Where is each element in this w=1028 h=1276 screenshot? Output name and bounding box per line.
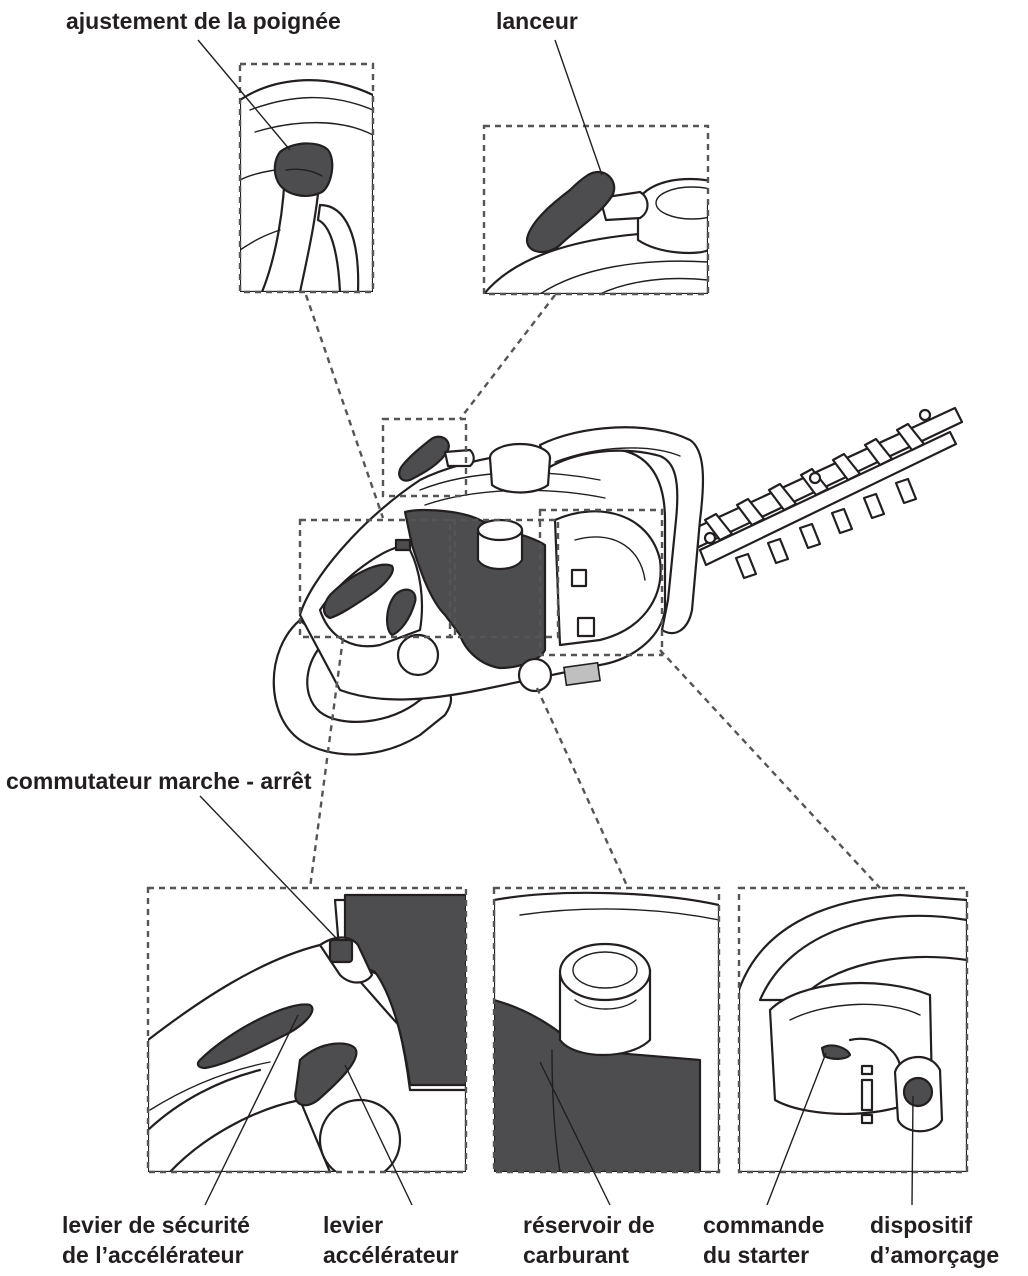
label-choke-line1: commande	[703, 1212, 825, 1238]
label-fuel-tank: réservoir de carburant	[523, 1210, 655, 1270]
tank-body-dark	[494, 998, 702, 1172]
inset-starter	[482, 124, 710, 296]
inset-choke-primer	[737, 886, 969, 1174]
front-handle	[538, 426, 705, 635]
label-choke: commande du starter	[703, 1210, 824, 1270]
label-handle-adjust: ajustement de la poignée	[66, 8, 341, 34]
leader-lines	[197, 39, 914, 1206]
label-choke-line2: du starter	[703, 1242, 810, 1268]
hedge-trimmer-illustration	[272, 406, 964, 756]
label-safety-lever: levier de sécurité de l’accélérateur	[62, 1210, 250, 1270]
inset-handle-adjust	[238, 62, 375, 294]
rear-handle	[272, 618, 453, 756]
callout-connectors	[304, 294, 881, 889]
label-primer-line1: dispositif	[870, 1212, 973, 1238]
label-safety-lever-line1: levier de sécurité	[62, 1212, 250, 1238]
label-throttle-line2: accélérateur	[323, 1242, 459, 1268]
label-starter: lanceur	[496, 8, 578, 34]
label-on-off-switch: commutateur marche - arrêt	[6, 768, 312, 794]
label-throttle-line1: levier	[323, 1212, 384, 1238]
label-fuel-tank-line1: réservoir de	[523, 1212, 655, 1238]
blade	[678, 406, 964, 580]
callout-frames	[298, 417, 664, 657]
label-safety-lever-line2: de l’accélérateur	[62, 1242, 244, 1268]
inset-fuel-tank	[492, 886, 721, 1174]
inset-switch-levers	[146, 886, 468, 1174]
label-primer: dispositif d’amorçage	[870, 1210, 999, 1270]
label-throttle: levier accélérateur	[323, 1210, 459, 1270]
label-primer-line2: d’amorçage	[870, 1242, 1000, 1268]
label-fuel-tank-line2: carburant	[523, 1242, 630, 1268]
